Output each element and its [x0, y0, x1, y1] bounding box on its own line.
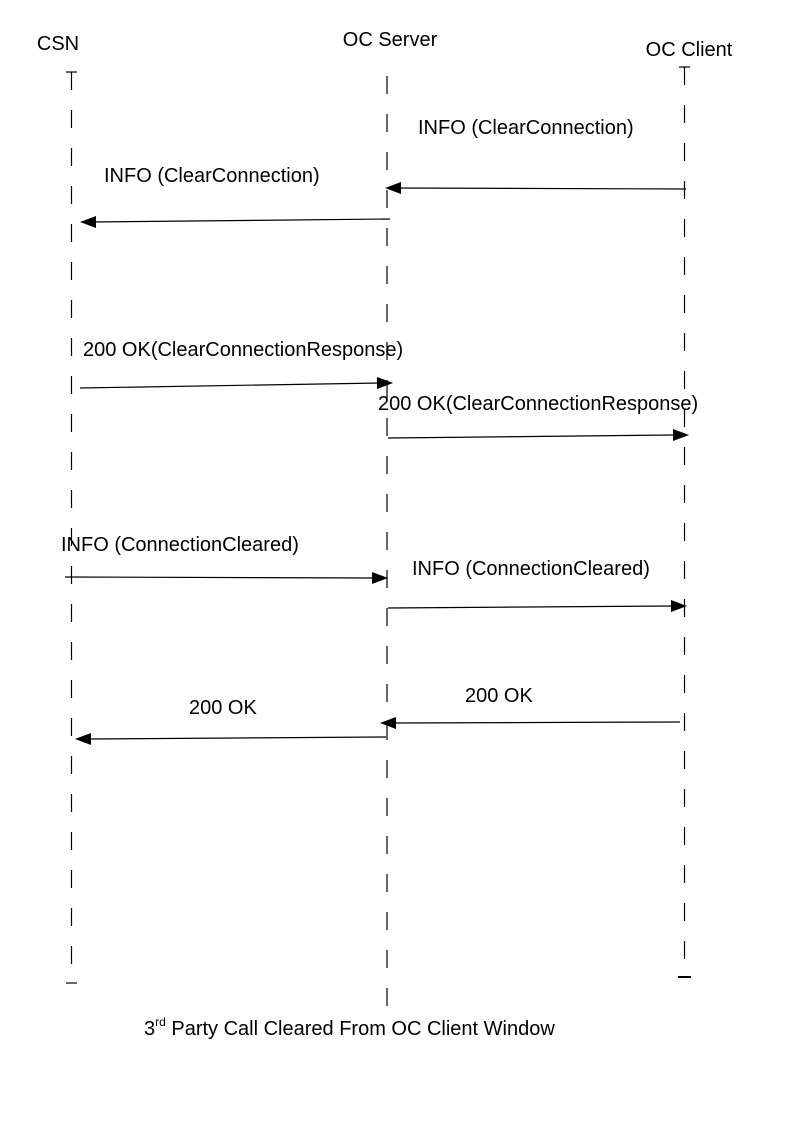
message-4-label: 200 OK(ClearConnectionResponse) — [378, 393, 698, 415]
message-2-arrowhead — [80, 216, 96, 228]
message-8-line — [87, 736, 387, 740]
message-7-line — [393, 721, 681, 724]
lifeline-oc-client — [678, 66, 691, 978]
message-5-line — [64, 576, 375, 579]
caption-superscript: rd — [155, 1015, 166, 1029]
message-6-arrowhead — [671, 600, 687, 612]
message-7-label: 200 OK — [465, 685, 533, 707]
message-2-label: INFO (ClearConnection) — [104, 165, 320, 187]
message-1: INFO (ClearConnection) — [385, 117, 687, 194]
message-5-label: INFO (ConnectionCleared) — [61, 534, 299, 556]
message-4: 200 OK(ClearConnectionResponse) — [378, 393, 698, 441]
message-8-label: 200 OK — [189, 697, 257, 719]
message-5-arrowhead — [372, 572, 388, 584]
message-5: INFO (ConnectionCleared) — [61, 534, 388, 584]
participant-csn-label: CSN — [37, 33, 79, 55]
caption-text: Party Call Cleared From OC Client Window — [166, 1018, 556, 1040]
lifeline-csn — [66, 71, 77, 984]
diagram-caption: 3rd Party Call Cleared From OC Client Wi… — [144, 1015, 555, 1040]
message-8-arrowhead — [75, 733, 91, 745]
message-4-arrowhead — [673, 429, 689, 441]
participant-oc-server-label: OC Server — [343, 29, 438, 51]
message-3: 200 OK(ClearConnectionResponse) — [79, 339, 403, 389]
message-3-arrowhead — [377, 377, 393, 389]
message-3-label: 200 OK(ClearConnectionResponse) — [83, 339, 403, 361]
message-1-line — [395, 187, 687, 190]
message-3-line — [79, 382, 381, 389]
caption-prefix: 3 — [144, 1018, 155, 1040]
message-6-line — [387, 605, 673, 609]
message-6: INFO (ConnectionCleared) — [387, 558, 687, 612]
message-6-label: INFO (ConnectionCleared) — [412, 558, 650, 580]
message-1-label: INFO (ClearConnection) — [418, 117, 634, 139]
message-2: INFO (ClearConnection) — [80, 165, 391, 228]
participant-oc-client-label: OC Client — [646, 39, 733, 61]
message-1-arrowhead — [385, 182, 401, 194]
message-2-line — [91, 218, 391, 223]
message-8: 200 OK — [75, 697, 387, 745]
message-7: 200 OK — [380, 685, 681, 729]
message-4-line — [387, 434, 675, 439]
message-7-arrowhead — [380, 717, 396, 729]
